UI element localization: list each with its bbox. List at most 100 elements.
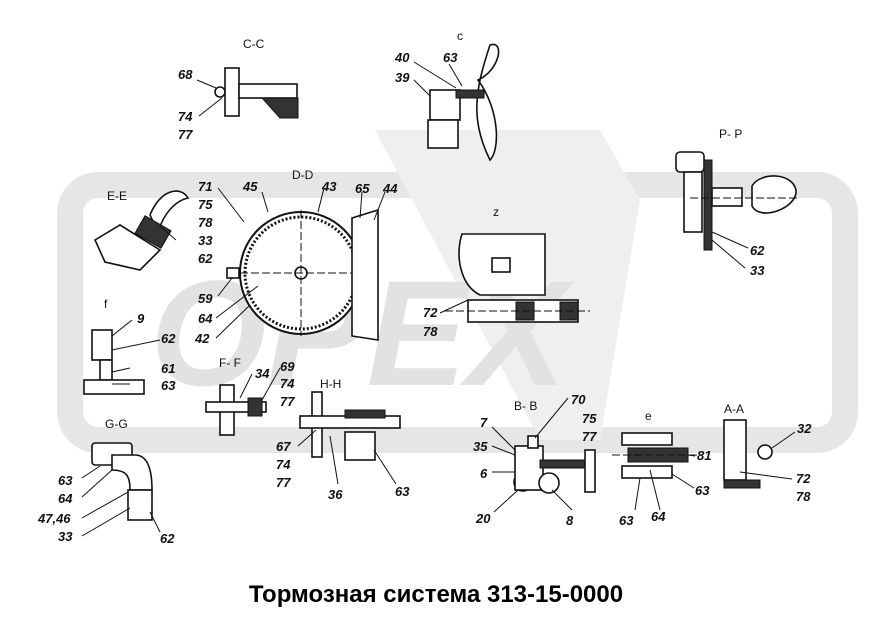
callout-63-c: 63 — [443, 50, 458, 65]
callout-39: 39 — [395, 70, 410, 85]
e-top-plate — [621, 432, 673, 446]
callout-6: 6 — [480, 466, 488, 481]
view-e: e 81 63 63 64 — [612, 409, 711, 528]
callout-63-f: 63 — [161, 378, 176, 393]
callout-78-z: 78 — [423, 324, 438, 339]
view-h-h: H-H 67 74 77 36 63 — [276, 377, 410, 502]
callout-77: 77 — [178, 127, 193, 142]
callout-63-gg: 63 — [58, 473, 73, 488]
callout-81: 81 — [697, 448, 711, 463]
aa-clip — [757, 444, 773, 460]
hh-nut — [344, 431, 376, 461]
callout-64-e: 64 — [651, 509, 666, 524]
callout-9: 9 — [137, 311, 145, 326]
callout-33-pp: 33 — [750, 263, 765, 278]
bb-ball — [538, 472, 560, 494]
ff-nut — [247, 397, 263, 417]
callout-62-gg: 62 — [160, 531, 175, 546]
section-label-f-f: F- F — [219, 356, 241, 370]
view-e-e: E-E — [93, 189, 190, 271]
cc-clamp — [260, 97, 299, 119]
callout-63-e-left: 63 — [619, 513, 634, 528]
section-label-b-b: B- B — [514, 399, 537, 413]
callout-74-hh: 74 — [276, 457, 291, 472]
callout-77-ff: 77 — [280, 394, 295, 409]
view-b-b: B- B 70 75 77 7 35 6 20 8 — [473, 392, 597, 528]
callout-47-46: 47,46 — [37, 511, 71, 526]
c-bracket — [455, 89, 485, 99]
view-p-p: P- P 62 33 — [675, 127, 800, 278]
view-f: f 9 62 61 63 — [83, 297, 176, 395]
f-base — [83, 379, 145, 395]
ee-hose-bend — [149, 190, 190, 235]
callout-20: 20 — [475, 511, 491, 526]
callout-71: 71 — [198, 179, 212, 194]
callout-69: 69 — [280, 359, 295, 374]
aa-plate — [723, 479, 761, 489]
callout-42: 42 — [194, 331, 210, 346]
ee-nut — [134, 215, 172, 249]
section-label-c: c — [457, 29, 463, 43]
section-label-e: e — [645, 409, 652, 423]
pp-valve-stem — [683, 171, 703, 233]
c-fitting-nut — [427, 119, 459, 149]
view-z: z 72 78 — [423, 205, 590, 339]
watermark: OPEX — [57, 130, 858, 453]
callout-78-aa: 78 — [796, 489, 811, 504]
f-fitting — [91, 329, 113, 361]
ff-bolt — [205, 401, 267, 413]
page-title: Тормозная система 313-15-0000 — [249, 581, 623, 608]
callout-63-hh: 63 — [395, 484, 410, 499]
pp-plate — [703, 159, 713, 251]
section-label-g-g: G-G — [105, 417, 128, 431]
callout-33-gg: 33 — [58, 529, 73, 544]
pp-connector — [711, 187, 743, 207]
callout-40: 40 — [394, 50, 410, 65]
bb-nipple — [527, 435, 539, 449]
gg-elbow — [111, 454, 153, 491]
f-stem — [99, 359, 113, 381]
bb-rod — [539, 459, 586, 469]
callout-34: 34 — [255, 366, 270, 381]
callout-64: 64 — [198, 311, 213, 326]
hh-thread — [344, 409, 386, 419]
callout-61: 61 — [161, 361, 175, 376]
pp-cap — [675, 151, 705, 173]
gg-nut — [127, 489, 153, 521]
callout-72-aa: 72 — [796, 471, 811, 486]
view-a-a: A-A 32 72 78 — [723, 402, 812, 504]
callout-62: 62 — [198, 251, 213, 266]
section-label-a-a: A-A — [724, 402, 744, 416]
callout-77-bb: 77 — [582, 429, 597, 444]
callout-33: 33 — [198, 233, 213, 248]
drum-lever — [351, 208, 379, 341]
callout-32: 32 — [797, 421, 812, 436]
callout-68: 68 — [178, 67, 193, 82]
callout-65: 65 — [355, 181, 370, 196]
callout-62-f: 62 — [161, 331, 176, 346]
cc-pipe — [238, 83, 298, 99]
callout-67: 67 — [276, 439, 291, 454]
view-c-c: C-C 68 74 77 — [178, 37, 299, 142]
callout-63-e-right: 63 — [695, 483, 710, 498]
callout-43: 43 — [321, 179, 337, 194]
callout-36: 36 — [328, 487, 343, 502]
e-bottom-plate — [621, 465, 673, 479]
callout-75: 75 — [198, 197, 213, 212]
callout-75-bb: 75 — [582, 411, 597, 426]
view-d-d: D-D 71 45 43 65 44 75 78 33 62 59 64 42 — [194, 168, 398, 346]
c-tank-wall — [476, 43, 500, 162]
callout-7: 7 — [480, 415, 488, 430]
callout-44: 44 — [382, 181, 398, 196]
section-label-f: f — [104, 297, 108, 311]
cc-bracket — [224, 67, 240, 117]
view-c: c 40 63 39 — [394, 29, 500, 162]
callout-74: 74 — [178, 109, 193, 124]
section-label-h-h: H-H — [320, 377, 341, 391]
callout-77-hh: 77 — [276, 475, 291, 490]
callout-70: 70 — [571, 392, 586, 407]
pp-chamber — [751, 175, 797, 214]
callout-72-z: 72 — [423, 305, 438, 320]
